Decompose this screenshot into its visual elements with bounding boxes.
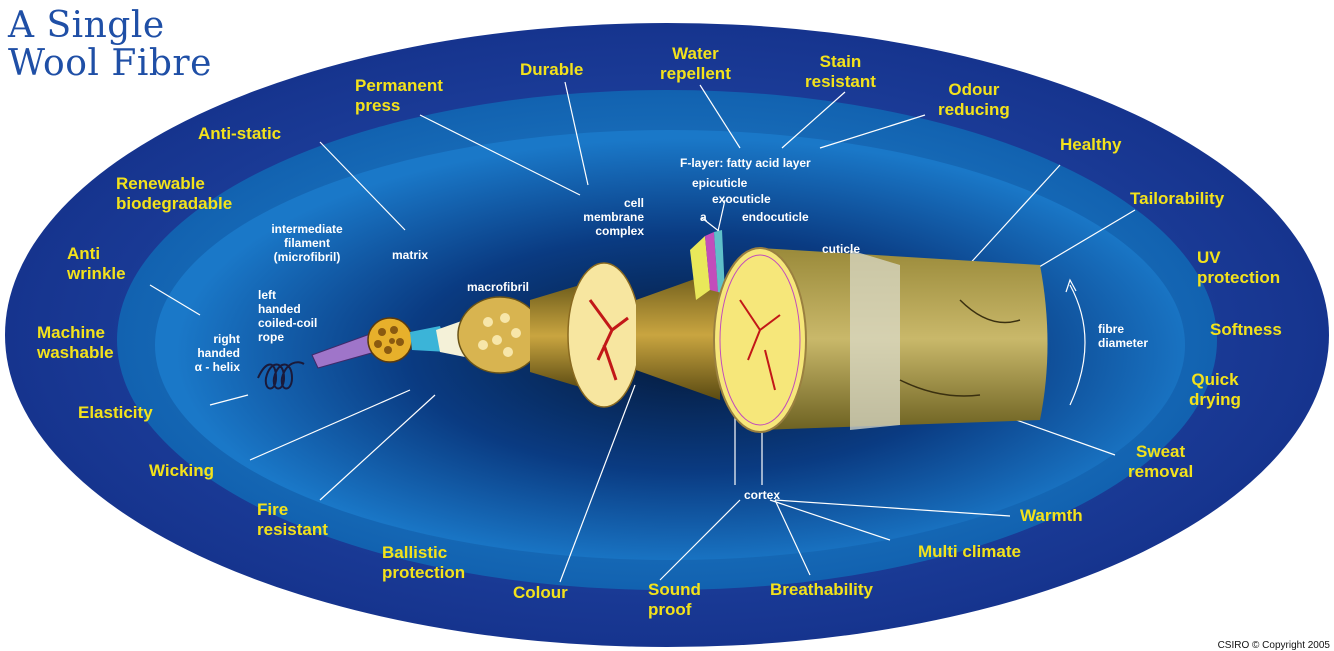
label-multi-climate: Multi climate [918, 542, 1021, 562]
macrofibril [458, 297, 542, 373]
label-cuticle: cuticle [822, 242, 860, 256]
label-macrofibril: macrofibril [467, 280, 529, 294]
label-anti-static: Anti-static [198, 124, 281, 144]
label-healthy: Healthy [1060, 135, 1121, 155]
label-f-layer: F-layer: fatty acid layer [680, 156, 811, 170]
label-matrix: matrix [392, 248, 428, 262]
label-cortex: cortex [744, 488, 780, 502]
label-exocuticle: exocuticle [712, 192, 771, 206]
label-durable: Durable [520, 60, 583, 80]
label-breathability: Breathability [770, 580, 873, 600]
title-line-2: Wool Fibre [8, 44, 212, 84]
label-epicuticle: epicuticle [692, 176, 747, 190]
copyright-notice: CSIRO © Copyright 2005 [1218, 640, 1330, 651]
cell [568, 263, 640, 407]
label-softness: Softness [1210, 320, 1282, 340]
label-colour: Colour [513, 583, 568, 603]
label-tailorability: Tailorability [1130, 189, 1224, 209]
label-a: a [700, 210, 707, 224]
title-line-1: A Single [8, 6, 165, 46]
label-elasticity: Elasticity [78, 403, 153, 423]
label-warmth: Warmth [1020, 506, 1083, 526]
label-wicking: Wicking [149, 461, 214, 481]
cortex-section [714, 248, 806, 432]
label-endocuticle: endocuticle [742, 210, 809, 224]
